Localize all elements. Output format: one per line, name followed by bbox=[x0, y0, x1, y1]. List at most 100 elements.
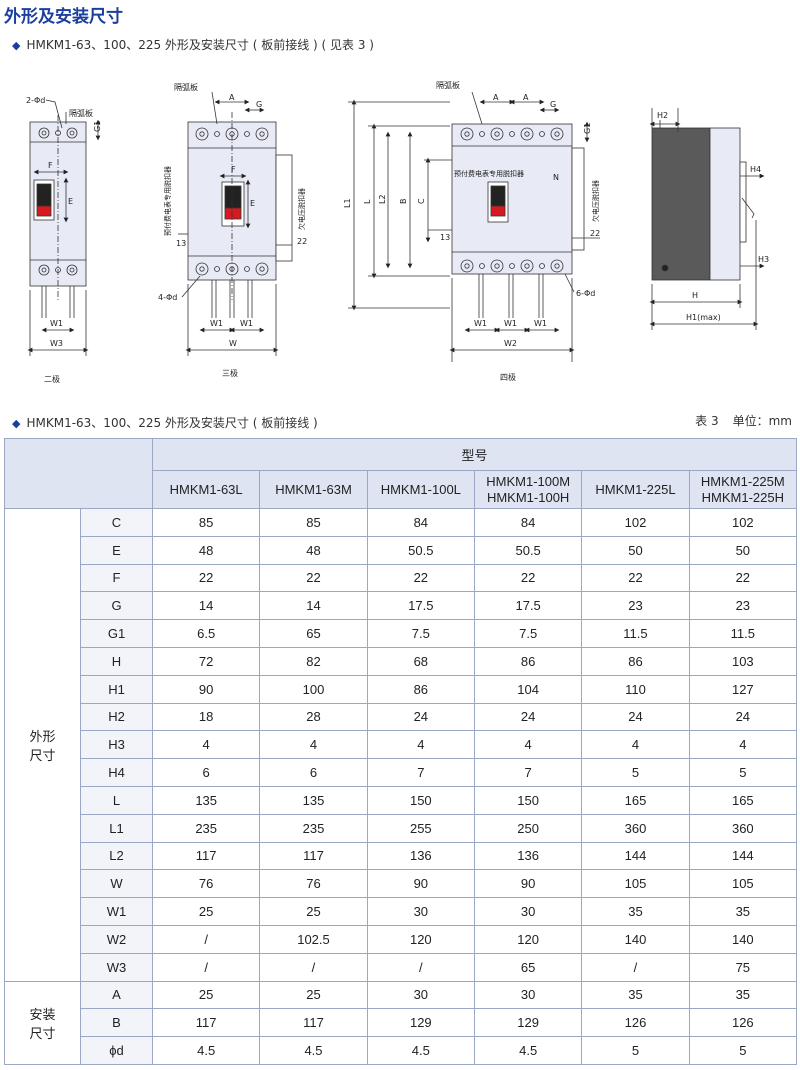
value-cell: 5 bbox=[688, 1036, 798, 1065]
value-cell: 250 bbox=[473, 813, 583, 843]
param-cell: G bbox=[80, 591, 153, 621]
two-pole-arc-label: 隔弧板 bbox=[69, 108, 93, 118]
value-cell: 22 bbox=[688, 563, 798, 593]
value-cell: 136 bbox=[366, 841, 475, 871]
three-pole-a-label: A bbox=[229, 93, 235, 102]
three-pole-arc-label: 隔弧板 bbox=[174, 82, 198, 92]
value-cell: 30 bbox=[366, 980, 475, 1010]
value-cell: 117 bbox=[259, 1008, 368, 1038]
three-pole-g-label: G bbox=[256, 100, 262, 109]
param-cell: L2 bbox=[80, 841, 153, 871]
param-cell: W3 bbox=[80, 952, 153, 982]
value-cell: / bbox=[151, 952, 261, 982]
table-row: W3///65/75 bbox=[5, 952, 798, 982]
value-cell: 4 bbox=[366, 730, 475, 760]
four-pole-a2-label: A bbox=[523, 93, 529, 102]
three-pole-shunt-label: 预付费电表专用脱扣器 bbox=[163, 166, 172, 236]
value-cell: 7 bbox=[366, 758, 475, 787]
value-cell: 7.5 bbox=[473, 619, 583, 648]
value-cell: 120 bbox=[473, 924, 583, 954]
value-cell: 117 bbox=[151, 841, 261, 871]
side-h3-label: H3 bbox=[758, 255, 769, 264]
param-cell: G1 bbox=[80, 619, 153, 648]
three-pole-w1a-label: W1 bbox=[210, 319, 223, 328]
value-cell: 22 bbox=[581, 563, 690, 593]
param-cell: H2 bbox=[80, 702, 153, 732]
param-cell: W1 bbox=[80, 897, 153, 926]
four-pole-l1-label: L1 bbox=[343, 198, 352, 208]
value-cell: 135 bbox=[151, 785, 261, 815]
value-cell: 90 bbox=[366, 869, 475, 899]
value-cell: 165 bbox=[688, 785, 798, 815]
value-cell: 35 bbox=[688, 980, 798, 1010]
value-cell: 90 bbox=[151, 674, 261, 704]
value-cell: 129 bbox=[473, 1008, 583, 1038]
param-cell: H bbox=[80, 646, 153, 676]
value-cell: 110 bbox=[581, 674, 690, 704]
value-cell: 30 bbox=[366, 897, 475, 926]
value-cell: 135 bbox=[259, 785, 368, 815]
model-header: HMKM1-63M bbox=[259, 470, 368, 509]
two-pole-caption: 二极 bbox=[44, 374, 60, 384]
value-cell: 14 bbox=[151, 591, 261, 621]
three-pole-13-label: 13 bbox=[176, 239, 186, 248]
value-cell: 50 bbox=[688, 535, 798, 565]
value-cell: 30 bbox=[473, 897, 583, 926]
value-cell: 68 bbox=[366, 646, 475, 676]
unit-label: 单位：mm bbox=[732, 414, 792, 428]
value-cell: 117 bbox=[259, 841, 368, 871]
value-cell: 360 bbox=[688, 813, 798, 843]
two-pole-e-label: E bbox=[68, 197, 73, 206]
value-cell: 4 bbox=[688, 730, 798, 760]
three-pole-22-label: 22 bbox=[297, 237, 307, 246]
value-cell: 24 bbox=[581, 702, 690, 732]
value-cell: 76 bbox=[259, 869, 368, 899]
value-cell: 4.5 bbox=[366, 1036, 475, 1065]
value-cell: 14 bbox=[259, 591, 368, 621]
value-cell: 6 bbox=[259, 758, 368, 787]
param-cell: H1 bbox=[80, 674, 153, 704]
value-cell: / bbox=[581, 952, 690, 982]
value-cell: 75 bbox=[688, 952, 798, 982]
value-cell: 85 bbox=[259, 508, 368, 537]
three-pole-drawing bbox=[178, 91, 293, 356]
param-cell: E bbox=[80, 535, 153, 565]
four-pole-arc-label: 隔弧板 bbox=[436, 80, 460, 90]
param-cell: L bbox=[80, 785, 153, 815]
value-cell: 23 bbox=[581, 591, 690, 621]
value-cell: 4 bbox=[473, 730, 583, 760]
value-cell: 76 bbox=[151, 869, 261, 899]
value-cell: 25 bbox=[259, 897, 368, 926]
four-pole-g1-label: G1 bbox=[583, 123, 592, 134]
four-pole-shunt-label: 预付费电表专用脱扣器 bbox=[454, 169, 524, 178]
value-cell: 127 bbox=[688, 674, 798, 704]
param-cell: ϕd bbox=[80, 1036, 153, 1065]
header-model: 型号 bbox=[152, 438, 797, 471]
side-h1-label: H1(max) bbox=[686, 313, 721, 322]
drawing-subtitle-text: HMKM1-63、100、225 外形及安装尺寸 ( 板前接线 ) ( 见表 3… bbox=[26, 38, 374, 52]
value-cell: 235 bbox=[259, 813, 368, 843]
param-cell: W2 bbox=[80, 924, 153, 954]
param-cell: H3 bbox=[80, 730, 153, 760]
side-h2-label: H2 bbox=[657, 111, 668, 120]
value-cell: 90 bbox=[473, 869, 583, 899]
value-cell: 7 bbox=[473, 758, 583, 787]
value-cell: 100 bbox=[259, 674, 368, 704]
value-cell: 140 bbox=[688, 924, 798, 954]
group-label: 安装尺寸 bbox=[4, 980, 81, 1065]
value-cell: 105 bbox=[688, 869, 798, 899]
side-h4-label: H4 bbox=[750, 165, 761, 174]
three-pole-f-label: F bbox=[231, 165, 236, 174]
value-cell: 50.5 bbox=[473, 535, 583, 565]
param-cell: L1 bbox=[80, 813, 153, 843]
